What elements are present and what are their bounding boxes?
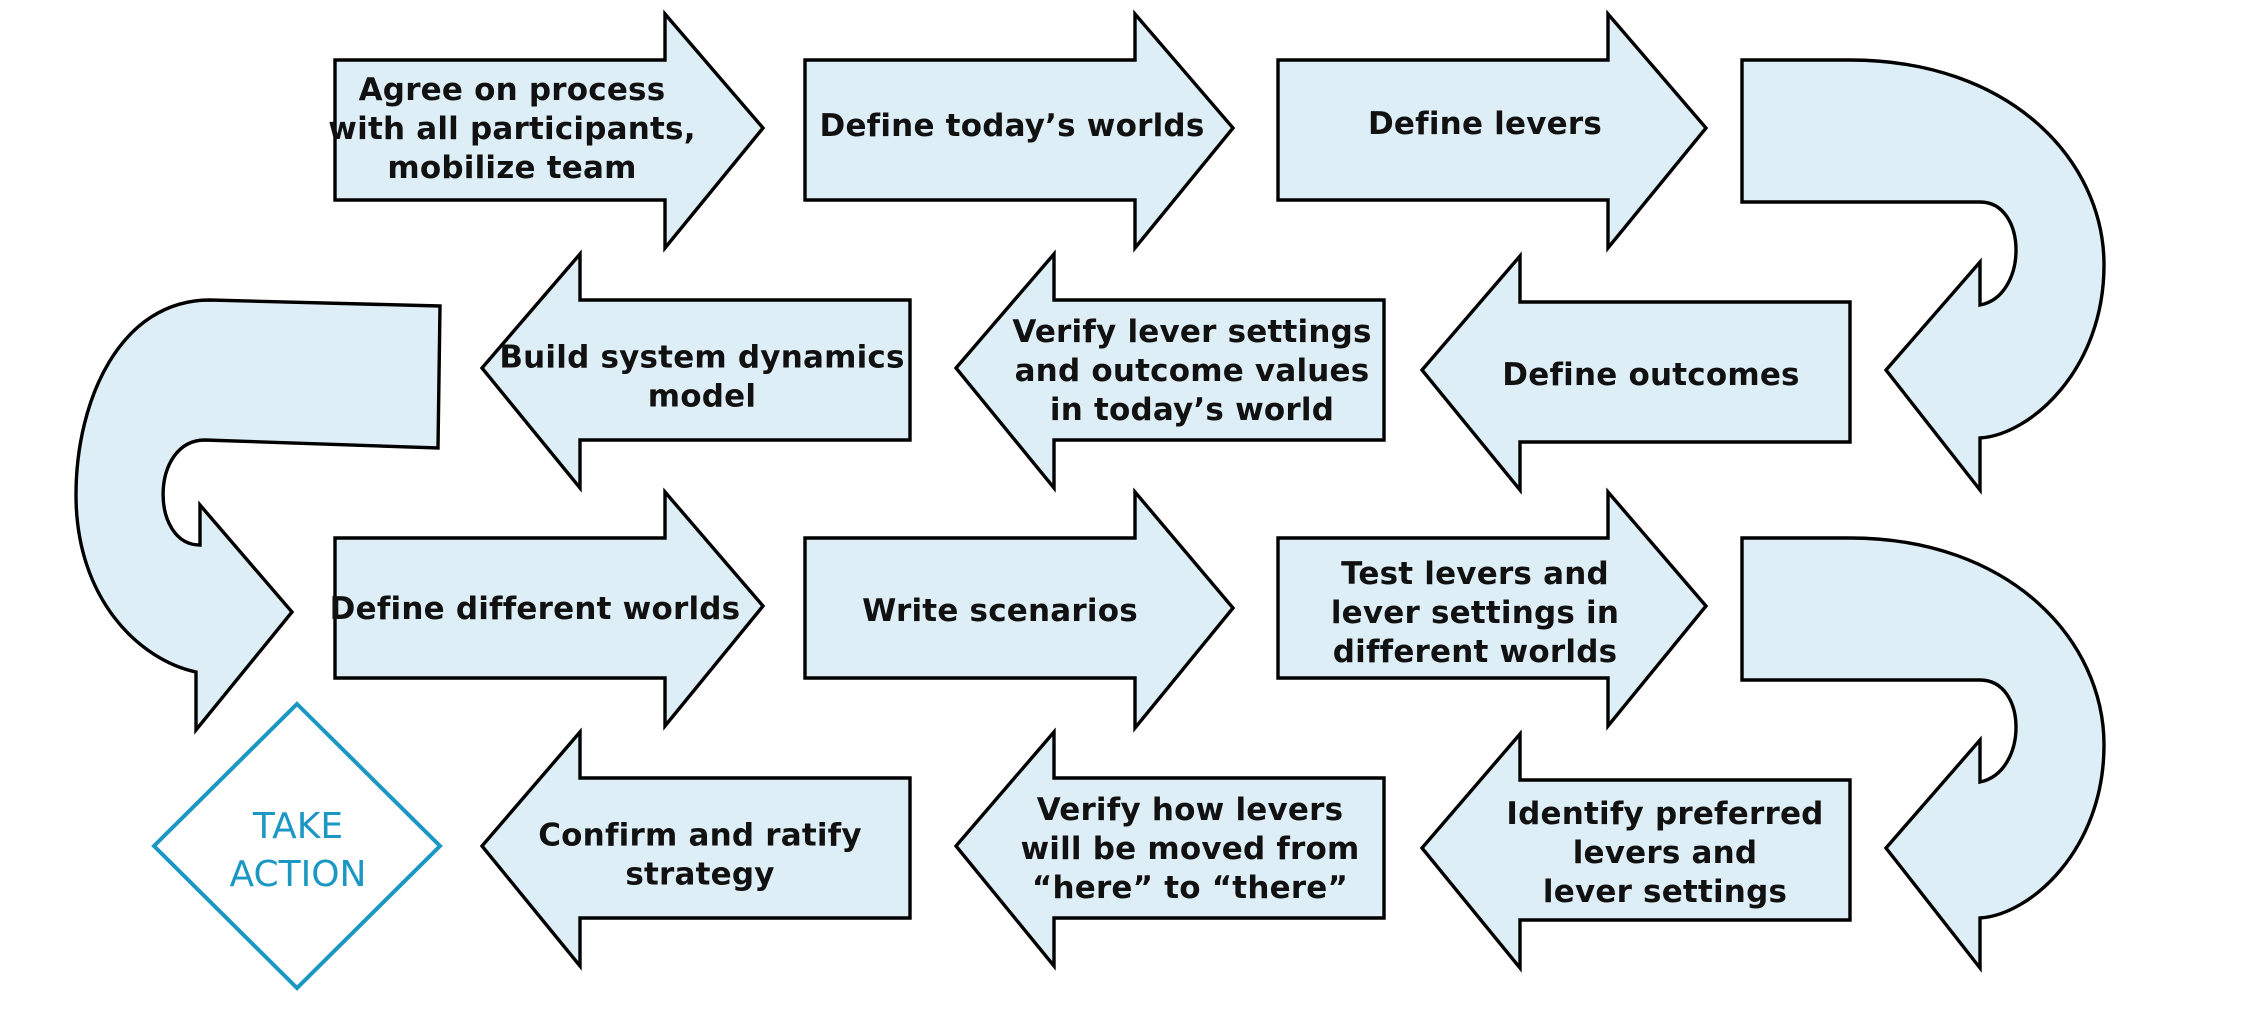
step-arrow-test-levers [1276,487,1709,731]
step-arrow-identify-preferred [1419,729,1852,973]
step-label-define-todays-worlds: Define today’s worlds [820,108,1205,144]
step-arrow-write-scenarios [803,487,1236,733]
label-line: Confirm and ratify [538,817,862,853]
label-line: in today’s world [1050,392,1334,428]
label-line: Define different worlds [330,591,741,627]
step-arrow-define-todays-worlds [803,9,1236,253]
u-turn-arrow-bottom-right [1740,536,2106,973]
u-turn-arrow-top-right [1740,58,2106,495]
label-line: levers and [1573,835,1758,871]
label-line: will be moved from [1020,831,1359,867]
step-arrow-define-different-worlds [333,487,766,731]
step-label-write-scenarios: Write scenarios [862,593,1138,629]
label-line: Test levers and [1341,556,1609,592]
take-action-diamond [151,701,443,991]
step-arrow-confirm-strategy [479,727,912,971]
label-line: with all participants, [328,111,695,147]
label-line: Verify how levers [1037,792,1344,828]
label-line: Identify preferred [1506,796,1823,832]
label-line: Define levers [1368,106,1602,142]
label-line: lever settings in [1331,595,1619,631]
step-arrow-verify-lever-settings [953,249,1386,493]
label-line: “here” to “there” [1032,870,1348,906]
step-label-define-different-worlds: Define different worlds [330,591,741,627]
label-line: different worlds [1333,634,1618,670]
step-arrow-agree-process [333,9,766,253]
label-line: Build system dynamics [499,339,904,375]
step-arrow-define-levers [1276,9,1709,253]
take-action-label: TAKE ACTION [229,806,366,895]
step-label-define-levers: Define levers [1368,106,1602,142]
label-line: Verify lever settings [1012,314,1371,350]
label-line: Define today’s worlds [820,108,1205,144]
step-arrow-define-outcomes [1419,251,1852,495]
label-line: TAKE [252,806,343,847]
step-label-define-outcomes: Define outcomes [1502,357,1799,393]
label-line: ACTION [229,854,366,895]
label-line: and outcome values [1015,353,1370,389]
u-turn-arrow-left [74,298,442,735]
label-line: Agree on process [359,72,666,108]
label-line: strategy [625,856,774,892]
label-line: lever settings [1543,874,1787,910]
label-line: Write scenarios [862,593,1138,629]
label-line: Define outcomes [1502,357,1799,393]
step-arrow-build-model [479,249,912,493]
step-arrow-verify-how-levers [953,727,1386,971]
label-line: mobilize team [387,150,636,186]
label-line: model [648,378,756,414]
